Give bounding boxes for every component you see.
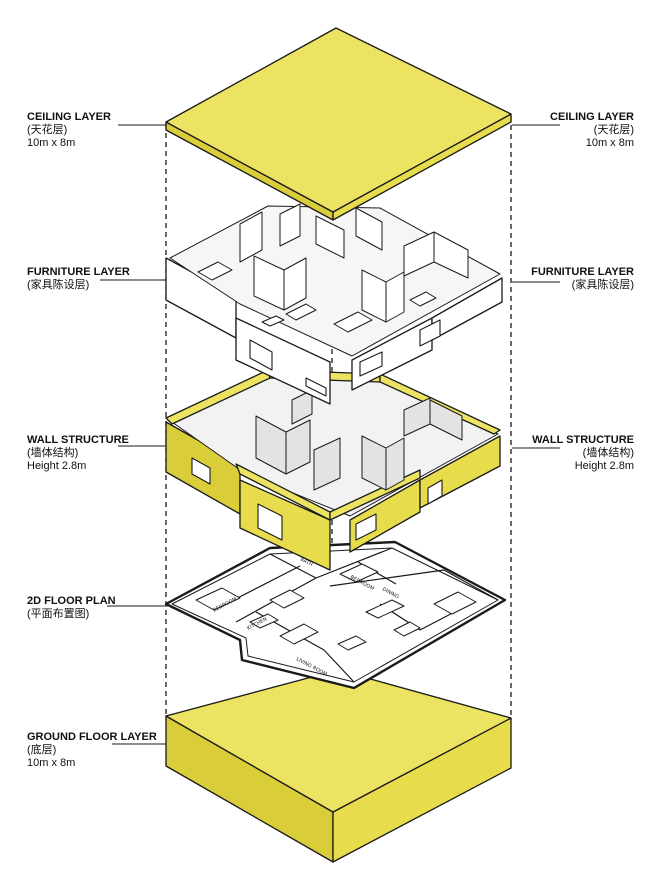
floor-plan-slab: BEDROOM KITCHEN LIVING ROOM DINING BATH … (164, 540, 507, 690)
ceiling-slab (165, 27, 512, 221)
room-label-bath: BATH (299, 556, 314, 568)
label-furniture-left: FURNITURE LAYER (家具陈设层) (27, 266, 130, 291)
ground-floor-slab (165, 669, 512, 863)
label-wall-left: WALL STRUCTURE (墙体结构) Height 2.8m (27, 434, 129, 472)
label-furniture-right: FURNITURE LAYER (家具陈设层) (531, 266, 634, 291)
label-wall-right: WALL STRUCTURE (墙体结构) Height 2.8m (532, 434, 634, 472)
furniture-layer (165, 203, 503, 405)
label-ceiling-right: CEILING LAYER (天花层) 10m x 8m (550, 111, 634, 149)
label-ceiling-left: CEILING LAYER (天花层) 10m x 8m (27, 111, 111, 149)
label-floor-plan-left: 2D FLOOR PLAN (平面布置图) (27, 595, 116, 620)
wall-structure (165, 369, 501, 571)
leader-lines (100, 124, 560, 745)
label-ground-left: GROUND FLOOR LAYER (底层) 10m x 8m (27, 731, 157, 769)
